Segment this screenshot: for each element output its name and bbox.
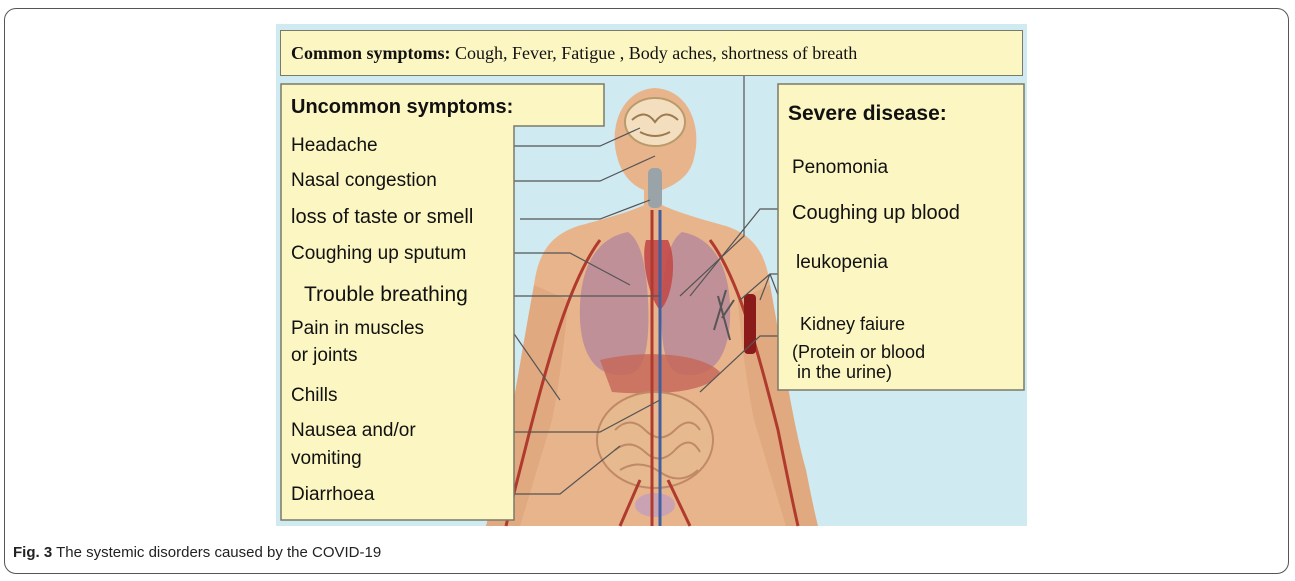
label-in-urine: in the urine) bbox=[792, 362, 892, 383]
common-symptoms-heading: Common symptoms: bbox=[291, 43, 451, 63]
label-leukopenia: leukopenia bbox=[796, 252, 888, 274]
brain bbox=[625, 98, 685, 146]
caption-text: The systemic disorders caused by the COV… bbox=[52, 544, 381, 561]
label-penomonia: Penomonia bbox=[792, 157, 888, 179]
label-trouble-breathing: Trouble breathing bbox=[304, 283, 468, 307]
trachea bbox=[648, 168, 662, 208]
common-symptoms-banner: Common symptoms: Cough, Fever, Fatigue ,… bbox=[280, 30, 1023, 76]
label-pain-muscles: Pain in muscles bbox=[291, 318, 424, 340]
uncommon-heading: Uncommon symptoms: bbox=[291, 96, 513, 119]
label-headache: Headache bbox=[291, 135, 378, 157]
label-kidney-failure: Kidney faiure bbox=[800, 314, 905, 335]
label-loss-of-taste: loss of taste or smell bbox=[291, 206, 473, 229]
caption-label: Fig. 3 bbox=[13, 544, 52, 561]
label-coughing-sputum: Coughing up sputum bbox=[291, 243, 466, 265]
label-coughing-blood: Coughing up blood bbox=[792, 202, 960, 225]
common-symptoms-items: Cough, Fever, Fatigue , Body aches, shor… bbox=[451, 43, 858, 63]
label-vomiting: vomiting bbox=[291, 448, 362, 470]
label-protein-blood: (Protein or blood bbox=[792, 342, 925, 363]
label-chills: Chills bbox=[291, 385, 337, 407]
severe-heading: Severe disease: bbox=[788, 102, 947, 126]
figure-caption: Fig. 3 The systemic disorders caused by … bbox=[13, 544, 381, 561]
label-nausea: Nausea and/or bbox=[291, 420, 416, 442]
label-diarrhoea: Diarrhoea bbox=[291, 484, 374, 506]
label-or-joints: or joints bbox=[291, 345, 358, 367]
label-nasal-congestion: Nasal congestion bbox=[291, 170, 437, 192]
